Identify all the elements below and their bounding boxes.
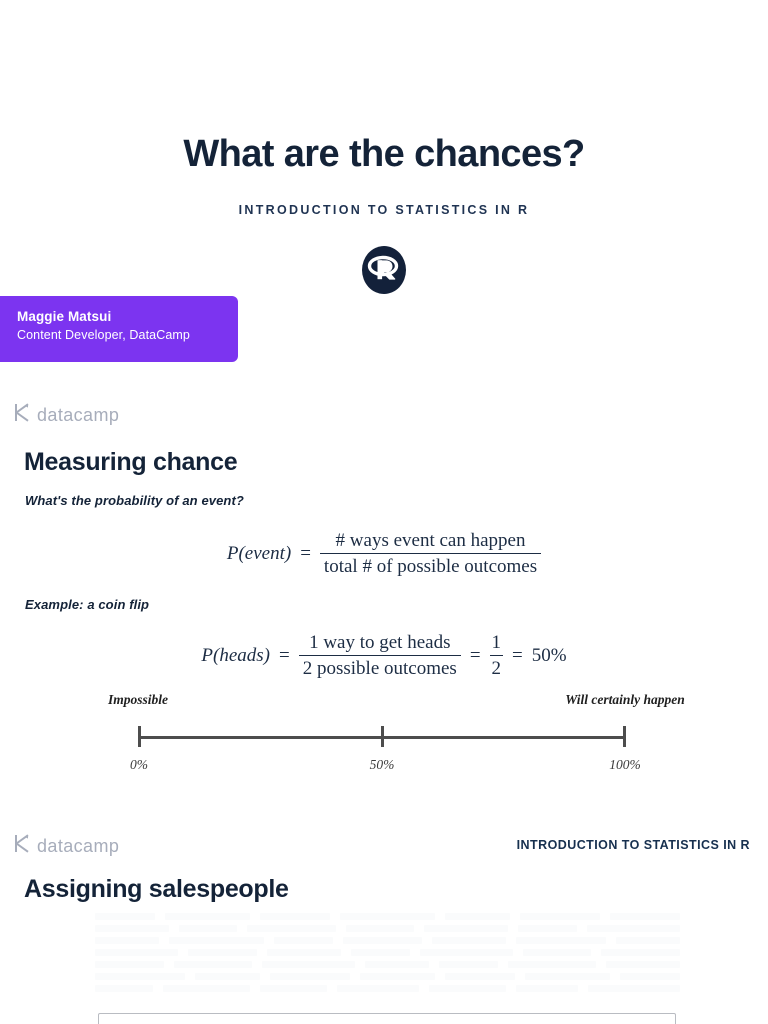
r-language-logo-icon <box>362 246 406 294</box>
probability-formula-coinflip: P(heads) = 1 way to get heads 2 possible… <box>0 632 768 680</box>
author-name: Maggie Matsui <box>17 309 112 324</box>
probability-scale: Impossible Will certainly happen 0% 50% … <box>0 690 768 780</box>
formula2-frac-num: 1 <box>491 632 502 653</box>
faint-table-placeholder <box>95 913 681 1013</box>
formula1-fraction: # ways event can happen total # of possi… <box>319 530 542 578</box>
slide3-title: Assigning salespeople <box>24 875 289 903</box>
formula2-lhs: P(heads) <box>201 644 270 666</box>
slide3-course-label: INTRODUCTION TO STATISTICS IN R <box>516 838 750 852</box>
datacamp-logo: datacamp <box>14 834 119 858</box>
formula2-simplified-fraction: 1 2 <box>489 632 504 680</box>
probability-formula-general: P(event) = # ways event can happen total… <box>0 530 768 578</box>
datacamp-logo: datacamp <box>14 403 119 427</box>
scale-left-caption: Impossible <box>108 692 169 707</box>
scale-tick-50 <box>381 726 384 747</box>
formula2-equals2: = <box>469 644 481 666</box>
author-badge: Maggie Matsui Content Developer, DataCam… <box>0 296 238 362</box>
scale-tick-0 <box>138 726 141 747</box>
course-subtitle: INTRODUCTION TO STATISTICS IN R <box>238 203 530 217</box>
slide-title: What are the chances? INTRODUCTION TO ST… <box>0 0 768 432</box>
formula2-numerator: 1 way to get heads <box>309 632 451 653</box>
slide2-example-label: Example: a coin flip <box>25 597 150 612</box>
page-title: What are the chances? <box>183 133 585 176</box>
slide2-question: What's the probability of an event? <box>25 493 244 508</box>
scale-label-100: 100% <box>609 757 641 772</box>
formula1-lhs: P(event) <box>226 542 292 564</box>
formula2-result: 50% <box>531 644 567 666</box>
author-role: Content Developer, DataCamp <box>17 328 190 342</box>
formula2-fraction: 1 way to get heads 2 possible outcomes <box>298 632 461 680</box>
formula2-equals3: = <box>512 644 523 666</box>
scale-right-caption: Will certainly happen <box>565 692 685 707</box>
formula1-denominator: total # of possible outcomes <box>319 553 542 577</box>
datacamp-wordmark: datacamp <box>37 835 120 856</box>
formula2-denominator: 2 possible outcomes <box>298 655 461 679</box>
scale-label-50: 50% <box>369 757 395 772</box>
slide2-title: Measuring chance <box>24 448 238 476</box>
formula1-numerator: # ways event can happen <box>335 530 526 551</box>
datacamp-logo-mark-icon <box>14 834 31 858</box>
slide-measuring-chance: Measuring chance What's the probability … <box>0 432 768 825</box>
slide-assigning-salespeople: datacamp INTRODUCTION TO STATISTICS IN R… <box>0 825 768 1024</box>
formula2-equals: = <box>279 644 290 666</box>
content-box <box>98 1013 676 1024</box>
formula1-equals: = <box>300 542 311 564</box>
scale-label-0: 0% <box>130 757 148 772</box>
formula2-frac-den: 2 <box>489 655 504 679</box>
datacamp-wordmark: datacamp <box>37 404 120 425</box>
datacamp-logo-mark-icon <box>14 403 31 427</box>
scale-tick-100 <box>623 726 626 747</box>
